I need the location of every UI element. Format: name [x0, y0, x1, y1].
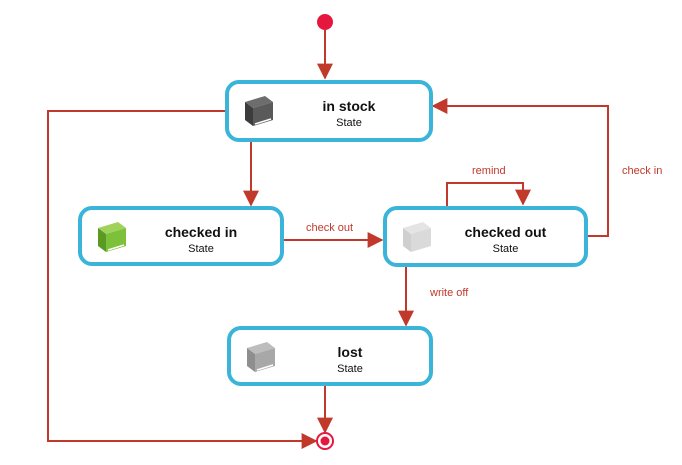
- state-name: checked in: [164, 224, 238, 240]
- book-icon-gray: [247, 342, 275, 372]
- state-name: checked out: [464, 224, 547, 240]
- label-check-in: check in: [622, 165, 663, 177]
- final-node[interactable]: [316, 432, 334, 450]
- state-name: in stock: [322, 98, 376, 114]
- initial-node[interactable]: [317, 14, 333, 30]
- label-remind: remind: [472, 165, 506, 177]
- state-stereotype: State: [492, 243, 519, 255]
- transition-in-stock-to-final[interactable]: [47, 110, 318, 449]
- transition-check-in[interactable]: [431, 98, 609, 237]
- state-checked-in[interactable]: checked in State: [78, 206, 284, 266]
- state-checked-out[interactable]: checked out State: [383, 206, 588, 267]
- transition-remind[interactable]: [446, 182, 531, 206]
- state-name: lost: [337, 344, 363, 360]
- state-stereotype: State: [188, 243, 214, 255]
- book-icon-faded: [403, 222, 431, 252]
- book-icon-dark: [245, 96, 273, 126]
- state-in-stock[interactable]: in stock State: [225, 80, 433, 142]
- book-icon-green: [98, 222, 126, 252]
- label-check-out: check out: [306, 222, 354, 234]
- state-stereotype: State: [337, 363, 363, 375]
- state-lost[interactable]: lost State: [227, 326, 433, 386]
- label-write-off: write off: [430, 287, 469, 299]
- state-stereotype: State: [336, 117, 362, 129]
